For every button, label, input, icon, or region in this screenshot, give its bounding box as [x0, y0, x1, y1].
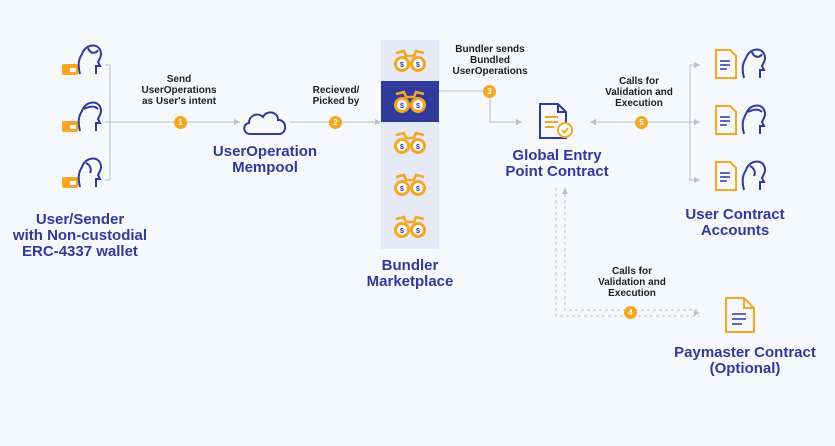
svg-text:$: $ — [416, 228, 420, 235]
user-contract-3 — [712, 156, 774, 201]
entry-point-label: Global Entry Point Contract — [505, 147, 609, 180]
bundler-column — [381, 40, 439, 249]
document-icon — [722, 294, 758, 341]
svg-text:$: $ — [400, 144, 404, 151]
svg-text:$: $ — [400, 228, 404, 235]
user-contracts-label: User Contract Accounts — [685, 206, 785, 239]
binoculars-icon: $ $ — [392, 130, 428, 161]
step-3-label: Bundler sends Bundled UserOperations — [452, 44, 528, 77]
bundler-label: Bundler Marketplace — [366, 257, 454, 290]
paymaster-label: Paymaster Contract (Optional) — [674, 344, 816, 377]
step-4-label: Calls for Validation and Execution — [598, 266, 666, 299]
document-icon — [715, 104, 766, 135]
binoculars-icon: $ $ — [392, 89, 428, 120]
step-2-badge: 2 — [329, 116, 342, 129]
step-2-label: Recieved/ Picked by — [312, 85, 360, 107]
step-1-badge: 1 — [174, 116, 187, 129]
user-sender-label: User/Sender with Non-custodial ERC-4337 … — [12, 211, 148, 260]
svg-text:$: $ — [416, 62, 420, 69]
user-head-icon — [62, 157, 102, 188]
svg-text:$: $ — [400, 62, 404, 69]
svg-text:$: $ — [400, 186, 404, 193]
step-5-label: Calls for Validation and Execution — [605, 76, 673, 109]
mempool-label: UserOperation Mempool — [212, 143, 318, 176]
binoculars-icon: $ $ — [392, 214, 428, 245]
user-group-2 — [60, 97, 105, 142]
user-contract-1 — [712, 44, 774, 89]
document-icon — [715, 160, 766, 191]
user-group-1 — [60, 40, 105, 85]
step-5-badge: 5 — [635, 116, 648, 129]
user-head-icon — [62, 101, 102, 132]
cloud-icon — [240, 106, 290, 143]
document-icon — [715, 48, 766, 79]
step-1-label: Send UserOperations as User's intent — [141, 74, 217, 107]
document-check-icon — [536, 102, 576, 147]
user-contract-2 — [712, 100, 774, 145]
step-4-badge: 4 — [624, 306, 637, 319]
binoculars-icon: $ $ — [392, 172, 428, 203]
svg-text:$: $ — [400, 103, 404, 110]
step-3-badge: 3 — [483, 85, 496, 98]
svg-text:$: $ — [416, 186, 420, 193]
svg-text:$: $ — [416, 144, 420, 151]
binoculars-icon: $ $ — [392, 48, 428, 79]
svg-text:$: $ — [416, 103, 420, 110]
user-group-3 — [60, 153, 105, 198]
user-head-icon — [62, 44, 102, 75]
bundler-active-row — [381, 81, 439, 122]
